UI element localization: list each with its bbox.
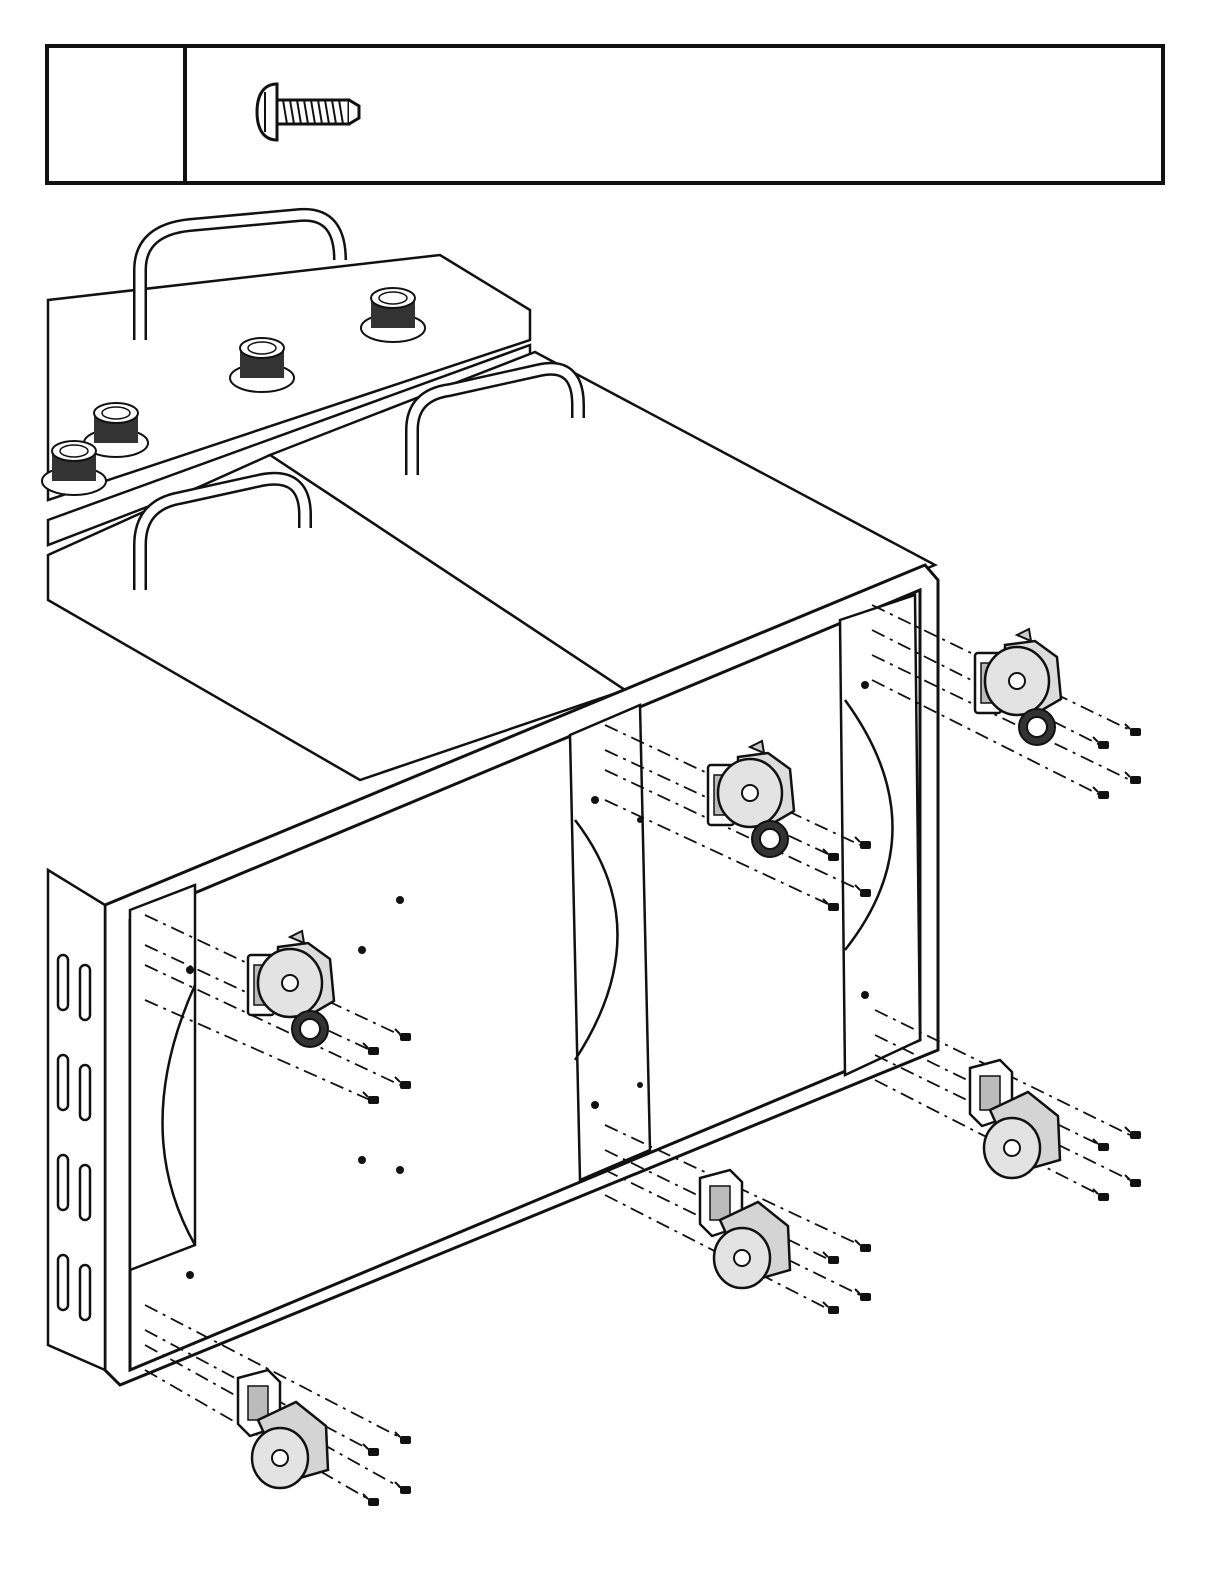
machine-screw-icon [255,82,365,142]
assembly-diagram [0,195,1225,1585]
fixed-caster [238,1370,328,1488]
cabinet-side-panel [48,870,105,1370]
fixed-caster [700,1170,790,1288]
swivel-caster-with-brake [975,629,1061,745]
header-cell-divider [183,44,187,185]
hardware-header-box [45,44,1165,185]
